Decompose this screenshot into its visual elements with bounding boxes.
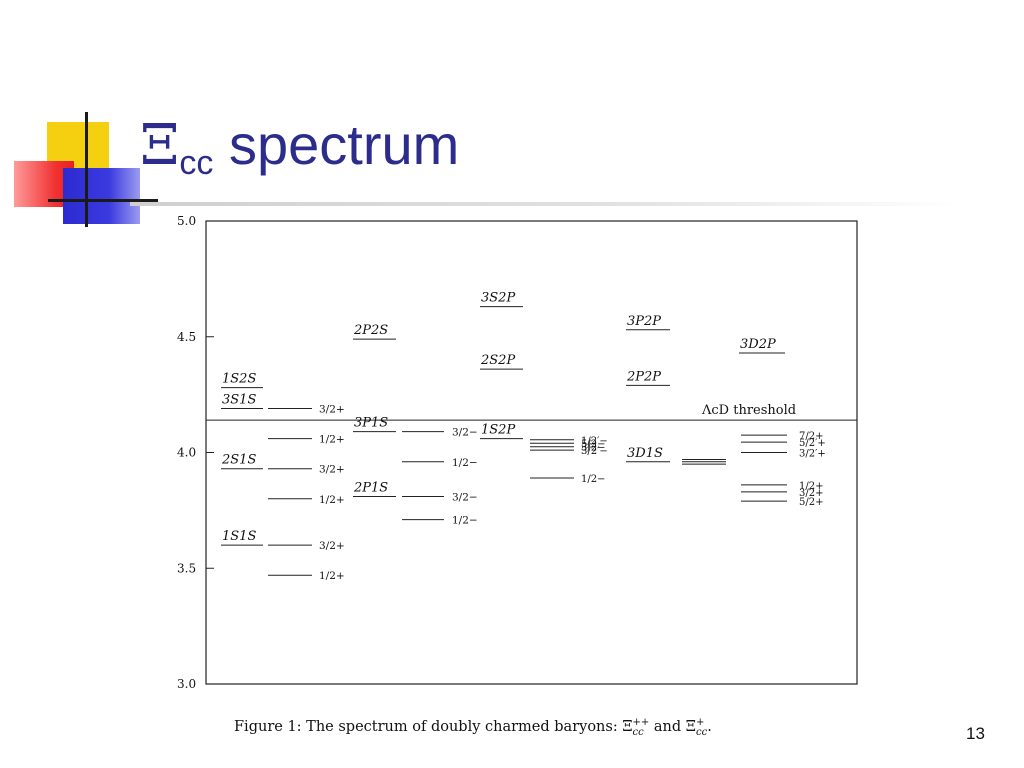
y-tick-label: 5.0 [177, 214, 196, 228]
multiplet-label: 3D2P [740, 337, 776, 352]
title-subscript: cc [179, 144, 214, 182]
level-jp-label: 1/2+ [319, 570, 345, 582]
multiplet-label: 2P2S [353, 323, 388, 338]
level-jp-label: 1/2− [581, 474, 605, 485]
level-jp-label: 3/2+ [319, 404, 345, 416]
slide-title: Ξcc spectrum [140, 112, 459, 183]
level-jp-label: 1/2− [452, 515, 478, 527]
level-jp-label: 5/2′+ [799, 438, 826, 449]
title-word: spectrum [228, 113, 460, 176]
level-jp-label: 5/2− [581, 439, 605, 450]
multiplet-label: 3P1S [354, 416, 388, 431]
multiplet-label: 1S1S [222, 529, 256, 544]
level-jp-label: 1/2′− [581, 436, 608, 447]
title-symbol: Ξ [140, 113, 180, 178]
level-jp-label: 3/2− [452, 491, 478, 503]
level-jp-label: 3/2′− [581, 446, 608, 457]
multiplet-label: 3P2P [627, 314, 661, 329]
level-jp-label: 3/2+ [799, 488, 823, 499]
level-jp-label: 1/2− [452, 457, 478, 469]
y-tick-label: 3.0 [177, 677, 196, 691]
y-tick-label: 4.0 [177, 446, 196, 460]
figure-caption: Figure 1: The spectrum of doubly charmed… [234, 717, 712, 738]
level-jp-label: 3/2+ [319, 464, 345, 476]
decor-vertical-line [85, 112, 88, 227]
threshold-label: ΛcD threshold [701, 403, 796, 418]
multiplet-label: 2S1S [221, 453, 256, 468]
multiplet-label: 2P1S [353, 480, 388, 495]
level-jp-label: 7/2+ [799, 431, 823, 442]
multiplet-label: 1S2S [222, 372, 256, 387]
level-jp-label: 1/2+ [319, 494, 345, 506]
multiplet-label: 2S2P [480, 353, 515, 368]
level-jp-label: 3/2′+ [799, 449, 826, 460]
multiplet-label: 3D1S [627, 446, 663, 461]
y-tick-label: 4.5 [177, 330, 196, 344]
multiplet-label: 3S1S [222, 393, 256, 408]
multiplet-label: 1S2P [481, 423, 515, 438]
y-tick-label: 3.5 [177, 561, 196, 575]
level-jp-label: 3/2− [581, 443, 605, 454]
decor-blue-square [63, 168, 140, 224]
title-rule [130, 202, 960, 206]
level-jp-label: 3/2− [452, 427, 478, 439]
slide-number: 13 [966, 724, 985, 743]
decor-horizontal-line [48, 199, 158, 202]
level-jp-label: 1/2+ [319, 434, 345, 446]
multiplet-label: 2P2P [626, 369, 661, 384]
level-jp-label: 1/2+ [799, 481, 823, 492]
multiplet-label: 3S2P [481, 291, 515, 306]
level-jp-label: 3/2+ [319, 540, 345, 552]
level-jp-label: 5/2+ [799, 497, 823, 508]
